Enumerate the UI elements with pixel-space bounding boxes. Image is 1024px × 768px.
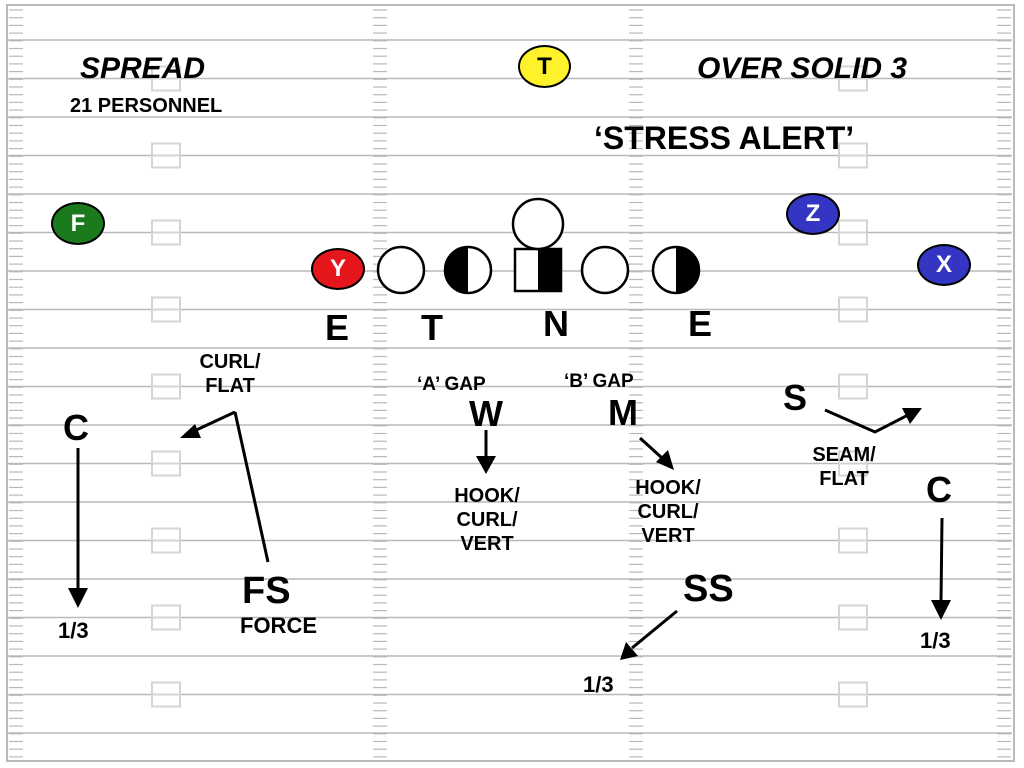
mike-drop-label: HOOK/ CURL/ VERT (635, 477, 701, 547)
tight-end-letter: T (537, 52, 552, 80)
y-receiver-letter: Y (329, 255, 346, 282)
quarterback-symbol (511, 197, 565, 251)
curl-flat-arrow-head (180, 424, 201, 438)
seam-flat-route-line (824, 408, 909, 434)
z-receiver-letter: Z (805, 200, 821, 227)
x-receiver-letter: X (935, 251, 952, 278)
z-receiver-marker: Z (786, 193, 840, 235)
left-end-label: E (324, 307, 350, 348)
sam-linebacker-label: S (783, 377, 808, 418)
center-half-fill (538, 249, 561, 291)
field-markings (6, 4, 1015, 762)
left-guard-half-fill (445, 247, 468, 293)
curl-flat-route-line (233, 411, 270, 563)
assignment-arrows (76, 408, 944, 650)
mike-linebacker-label: M (608, 392, 638, 433)
field-border (6, 4, 1015, 762)
ss-drop-shaft (631, 609, 678, 650)
left-deep-third-label: 1/3 (58, 618, 89, 643)
strong-safety-label: SS (683, 568, 734, 610)
left-tackle-symbol (376, 245, 426, 295)
force-label: FORCE (240, 613, 317, 638)
seam-flat-label: SEAM/ FLAT (812, 444, 876, 490)
nose-label: N (543, 303, 569, 344)
right-tackle-half-fill (676, 247, 699, 293)
m-drop-shaft (638, 436, 664, 460)
fullback-letter: F (70, 209, 86, 237)
will-linebacker-label: W (469, 393, 503, 434)
right-guard-symbol (580, 245, 630, 295)
x-receiver-marker: X (917, 244, 971, 286)
right-deep-third-label: 1/3 (920, 628, 951, 653)
right-corner-arrow-head (931, 600, 951, 620)
right-end-label: E (687, 303, 713, 344)
seam-flat-arrow-head (902, 408, 922, 424)
m-drop-arrow-head (656, 450, 674, 470)
middle-deep-third-label: 1/3 (583, 672, 614, 697)
tight-end-marker: T (518, 45, 571, 88)
w-drop-arrow-head (476, 456, 496, 474)
free-safety-label: FS (242, 570, 291, 612)
arrow-heads (68, 408, 951, 660)
offense-formation-title: SPREAD (80, 52, 206, 85)
personnel-label: 21 PERSONNEL (70, 95, 223, 117)
offensive-line (376, 197, 701, 295)
right-corner-drop-shaft (939, 517, 944, 603)
curl-flat-arrow-shaft (191, 410, 236, 434)
left-corner-arrow-head (68, 588, 88, 608)
curl-flat-label: CURL/ FLAT (199, 351, 261, 397)
ss-drop-arrow-head (620, 642, 638, 660)
stress-alert-label: ‘STRESS ALERT’ (594, 120, 855, 156)
right-corner-label: C (926, 469, 952, 510)
y-receiver-marker: Y (311, 248, 365, 290)
left-corner-label: C (63, 407, 89, 448)
defense-coverage-title: OVER SOLID 3 (697, 52, 908, 85)
a-gap-label: ‘A’ GAP (417, 374, 486, 395)
will-drop-label: HOOK/ CURL/ VERT (454, 485, 520, 555)
fullback-marker: F (51, 202, 105, 245)
tackle-label: T (421, 307, 443, 348)
b-gap-label: ‘B’ GAP (564, 371, 634, 392)
